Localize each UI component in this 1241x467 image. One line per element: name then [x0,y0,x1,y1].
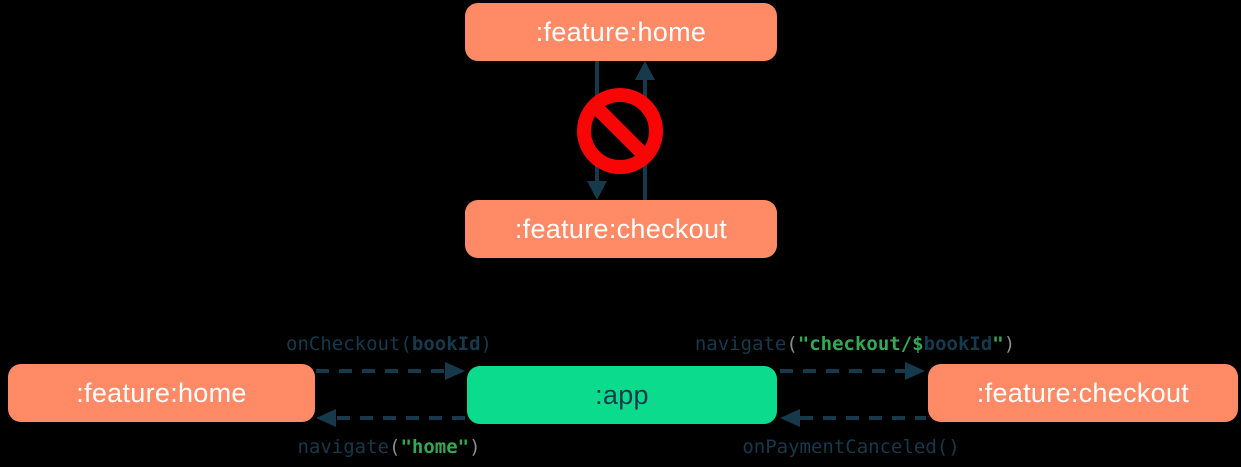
arrow-home-to-checkout-head [587,181,607,200]
code-open-paren: ( [388,436,401,458]
code-fn: onCheckout [286,333,401,355]
code-close-paren: ) [469,436,481,458]
edge-label-oncheckout: onCheckout(bookId) [139,333,639,355]
edge-label-navigate-home: navigate("home") [139,436,639,458]
code-arg: bookId [411,333,481,355]
arrow-home-to-app-line [316,369,446,373]
code-var: bookId [923,333,993,355]
no-entry-slash [593,104,647,158]
app-label: :app [595,379,649,410]
top-feature-home-label: :feature:home [535,16,707,47]
arrow-app-to-home-line [337,416,465,420]
arrow-checkout-to-home-head [635,61,655,80]
arrow-app-to-checkout-line [780,369,906,373]
code-open-paren: ( [400,333,412,355]
arrow-checkout-to-app-head [780,409,800,427]
top-feature-checkout-label: :feature:checkout [514,213,728,244]
code-fn: navigate [297,436,389,458]
code-fn: onPaymentCanceled [742,436,937,458]
bottom-feature-home-box: :feature:home [8,364,315,422]
code-close-paren: ) [1003,333,1016,355]
top-feature-checkout-box: :feature:checkout [465,200,777,258]
arrow-app-to-checkout-head [905,362,925,380]
bottom-feature-home-label: :feature:home [76,377,247,408]
top-feature-home-box: :feature:home [465,3,777,61]
code-string: "home" [400,436,470,458]
edge-label-navigate-checkout: navigate("checkout/$bookId") [605,333,1105,355]
arrow-checkout-to-app-line [800,416,926,420]
code-open-paren: ( [786,333,798,355]
code-string-end: " [992,333,1004,355]
code-fn: navigate [694,333,787,355]
bottom-feature-checkout-label: :feature:checkout [976,377,1190,408]
code-parens: () [936,436,960,458]
arrow-app-to-home-head [316,409,336,427]
bottom-feature-checkout-box: :feature:checkout [928,364,1238,422]
edge-label-onpaymentcanceled: onPaymentCanceled() [601,436,1101,458]
code-string-start: "checkout/$ [797,333,924,355]
arrow-home-to-app-head [445,362,465,380]
no-entry-icon [577,88,663,174]
app-box: :app [467,366,777,424]
code-close-paren: ) [480,333,492,355]
